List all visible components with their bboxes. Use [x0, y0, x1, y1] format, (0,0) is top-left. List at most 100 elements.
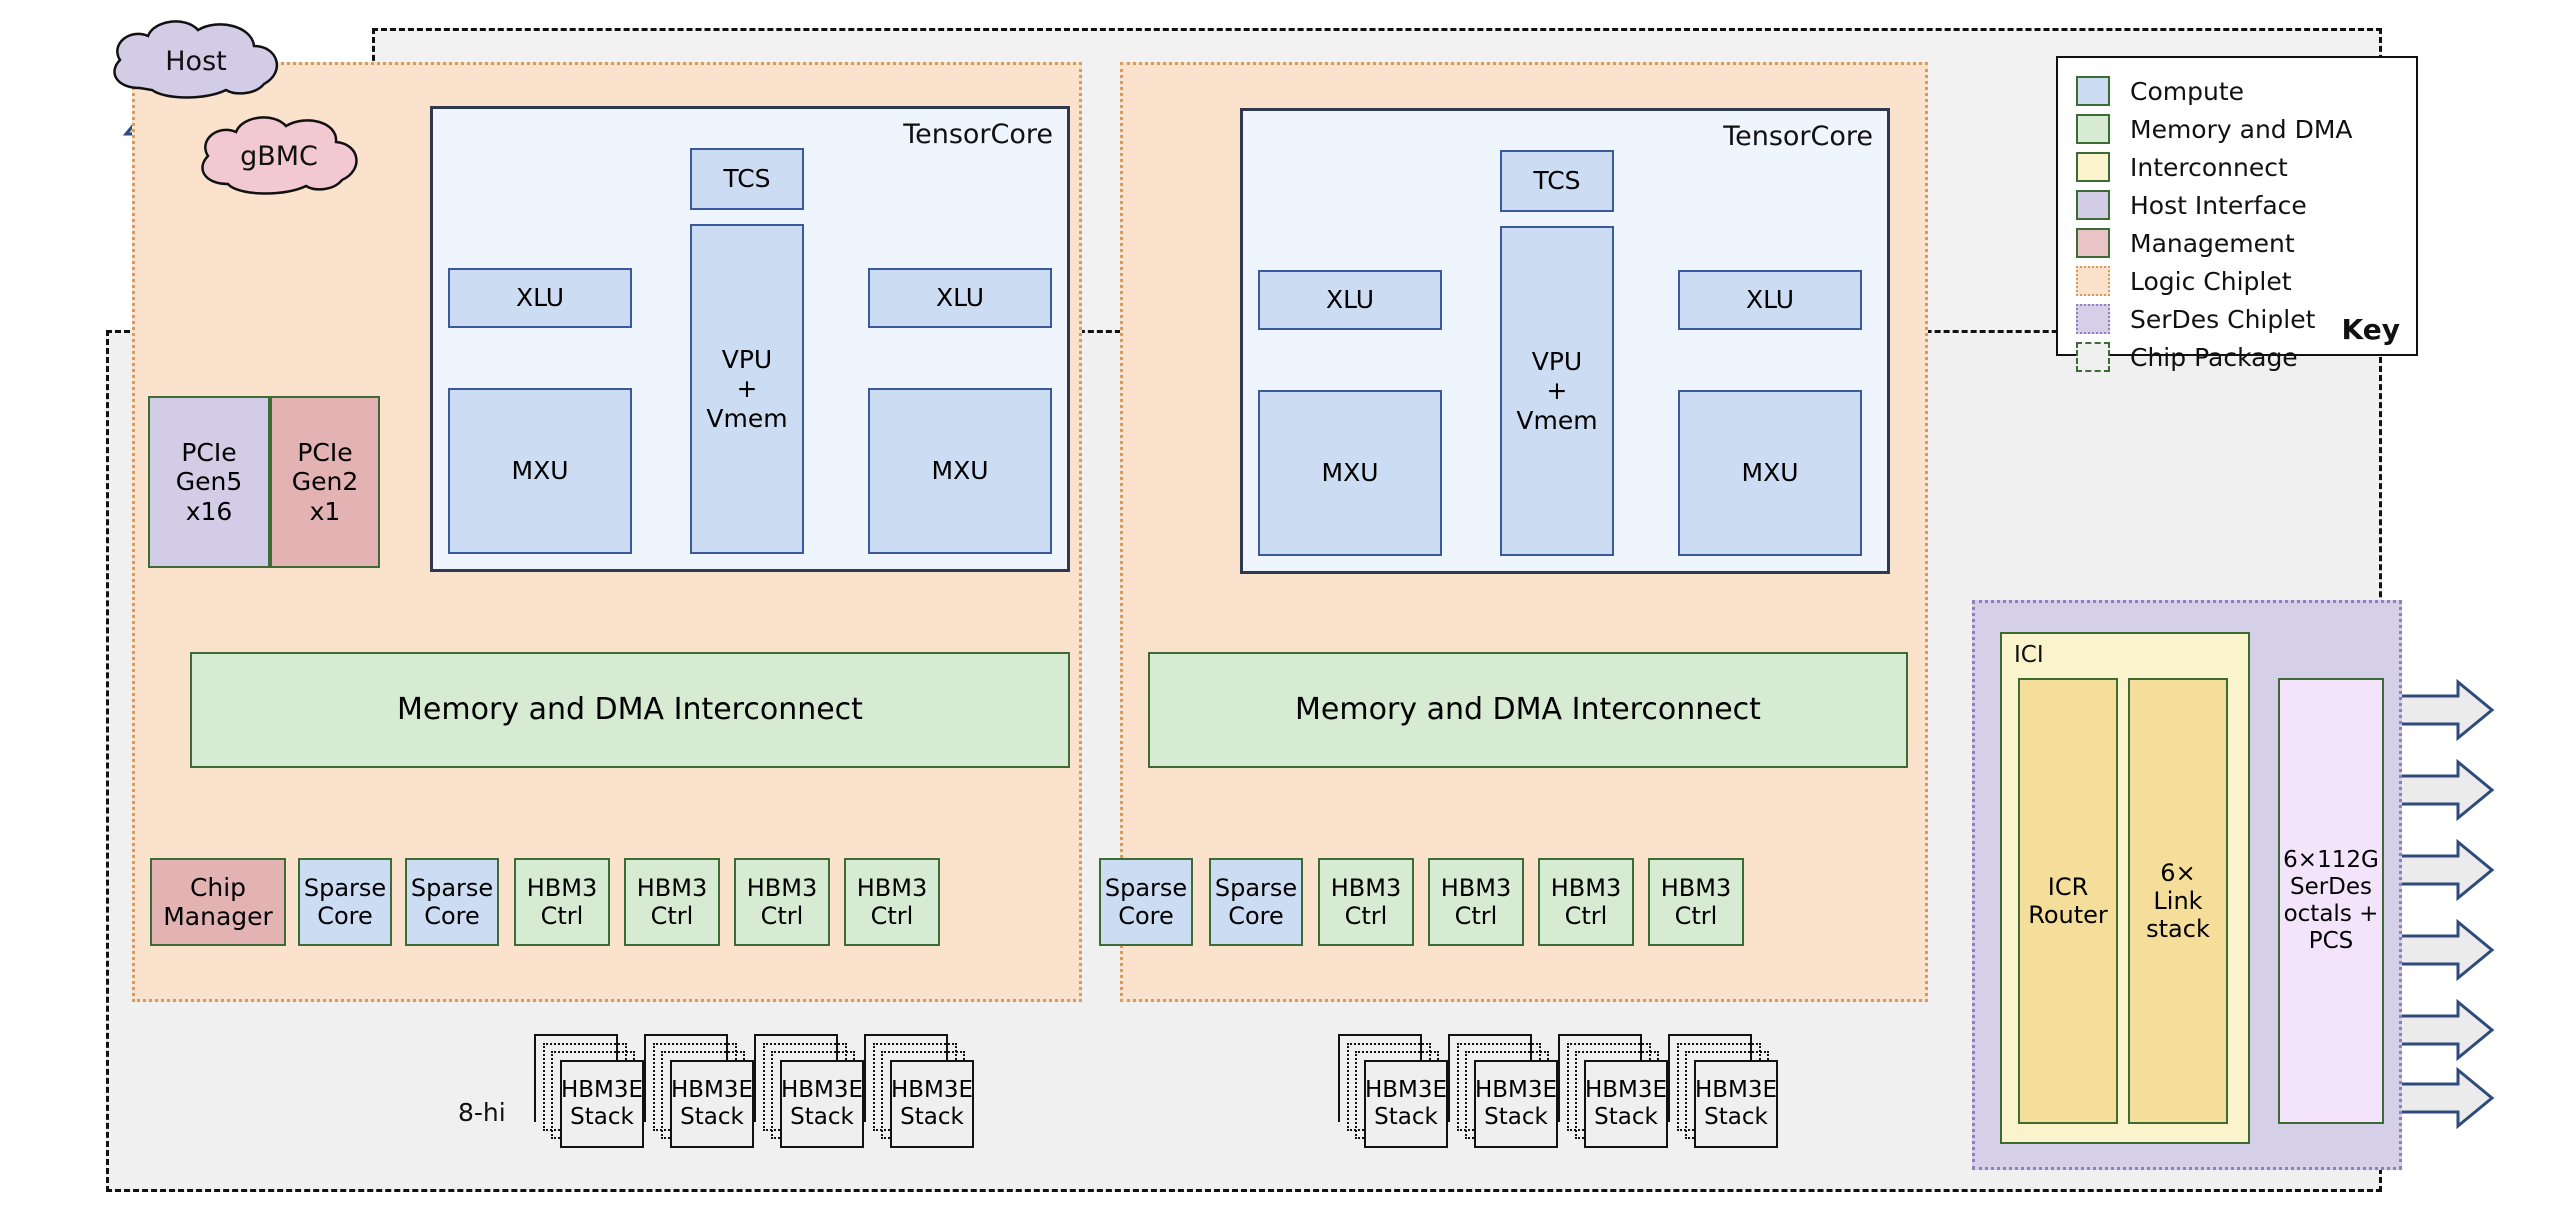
- hbm3e-stack-1[interactable]: HBM3E Stack: [560, 1060, 644, 1148]
- hbm3e-stack-1-line2: Stack: [570, 1104, 634, 1130]
- chip-manager-line2: Manager: [163, 902, 273, 931]
- mxu-left-2[interactable]: MXU: [868, 388, 1052, 554]
- icr-router[interactable]: ICR Router: [2018, 678, 2118, 1124]
- interconnect-right-label: Memory and DMA Interconnect: [1295, 692, 1761, 728]
- legend-label-management: Management: [2130, 228, 2295, 258]
- legend-title: Key: [2341, 313, 2400, 346]
- vpu-vmem-right[interactable]: VPU + Vmem: [1500, 226, 1614, 556]
- hbm-height-label: 8-hi: [458, 1098, 506, 1127]
- legend-swatch-chip-package: [2076, 342, 2110, 372]
- hbm3-ctrl-2[interactable]: HBM3 Ctrl: [624, 858, 720, 946]
- sparse-core-1-line1: Sparse: [303, 873, 387, 902]
- hbm3e-stack-group-1[interactable]: HBM3E Stack: [534, 1034, 644, 1154]
- hbm3-ctrl-8-line2: Ctrl: [1674, 902, 1718, 930]
- tcs-right[interactable]: TCS: [1500, 150, 1614, 212]
- xlu-right-1[interactable]: XLU: [1258, 270, 1442, 330]
- legend-label-memdma: Memory and DMA: [2130, 114, 2353, 144]
- hbm3-ctrl-1-line2: Ctrl: [540, 902, 584, 930]
- tcs-left-label: TCS: [723, 164, 771, 194]
- mxu-right-1[interactable]: MXU: [1258, 390, 1442, 556]
- pcie-gen2-block[interactable]: PCIe Gen2 x1: [270, 396, 380, 568]
- hbm3-ctrl-7[interactable]: HBM3 Ctrl: [1538, 858, 1634, 946]
- hbm3-ctrl-6[interactable]: HBM3 Ctrl: [1428, 858, 1524, 946]
- hbm3e-stack-8-line2: Stack: [1704, 1104, 1768, 1130]
- hbm3e-stack-group-8[interactable]: HBM3E Stack: [1668, 1034, 1778, 1154]
- vpu-right-line2: +: [1546, 376, 1568, 406]
- legend-swatch-interconnect: [2076, 152, 2110, 182]
- legend-label-interconnect: Interconnect: [2130, 152, 2288, 182]
- sparse-core-3-line1: Sparse: [1104, 873, 1188, 902]
- legend-item-interconnect: Interconnect: [2058, 148, 2416, 186]
- hbm3e-stack-3-line2: Stack: [790, 1104, 854, 1130]
- hbm3-ctrl-3[interactable]: HBM3 Ctrl: [734, 858, 830, 946]
- hbm3e-stack-group-7[interactable]: HBM3E Stack: [1558, 1034, 1668, 1154]
- pcie-gen5-line2: Gen5: [175, 467, 243, 497]
- xlu-right-1-label: XLU: [1325, 285, 1375, 315]
- hbm3-ctrl-5-line2: Ctrl: [1344, 902, 1388, 930]
- hbm3e-stack-group-4[interactable]: HBM3E Stack: [864, 1034, 974, 1154]
- hbm3-ctrl-3-line1: HBM3: [746, 873, 818, 902]
- legend-panel: Compute Memory and DMA Interconnect Host…: [2056, 56, 2418, 372]
- vpu-right-line1: VPU: [1531, 346, 1583, 376]
- gbmc-cloud: gBMC: [186, 110, 372, 202]
- legend-swatch-management: [2076, 228, 2110, 258]
- hbm3e-stack-3[interactable]: HBM3E Stack: [780, 1060, 864, 1148]
- hbm3e-stack-7[interactable]: HBM3E Stack: [1584, 1060, 1668, 1148]
- hbm3e-stack-group-6[interactable]: HBM3E Stack: [1448, 1034, 1558, 1154]
- hbm3e-stack-5[interactable]: HBM3E Stack: [1364, 1060, 1448, 1148]
- mxu-left-1-label: MXU: [511, 456, 569, 486]
- hbm3-ctrl-5[interactable]: HBM3 Ctrl: [1318, 858, 1414, 946]
- hbm3e-stack-3-line1: HBM3E: [780, 1076, 864, 1103]
- hbm3e-stack-8[interactable]: HBM3E Stack: [1694, 1060, 1778, 1148]
- mxu-left-1[interactable]: MXU: [448, 388, 632, 554]
- xlu-right-2[interactable]: XLU: [1678, 270, 1862, 330]
- hbm3-ctrl-2-line1: HBM3: [636, 873, 708, 902]
- hbm3e-stack-4[interactable]: HBM3E Stack: [890, 1060, 974, 1148]
- legend-label-chip-package: Chip Package: [2130, 342, 2298, 372]
- legend-swatch-compute: [2076, 76, 2110, 106]
- interconnect-left[interactable]: Memory and DMA Interconnect: [190, 652, 1070, 768]
- host-cloud: Host: [96, 16, 296, 106]
- hbm3e-stack-group-5[interactable]: HBM3E Stack: [1338, 1034, 1448, 1154]
- vpu-vmem-left[interactable]: VPU + Vmem: [690, 224, 804, 554]
- xlu-left-1[interactable]: XLU: [448, 268, 632, 328]
- serdes-line4: PCS: [2308, 928, 2354, 955]
- hbm3-ctrl-8[interactable]: HBM3 Ctrl: [1648, 858, 1744, 946]
- hbm3e-stack-6[interactable]: HBM3E Stack: [1474, 1060, 1558, 1148]
- xlu-left-1-label: XLU: [515, 283, 565, 313]
- legend-swatch-logic-chiplet: [2076, 266, 2110, 296]
- hbm3e-stack-2-line1: HBM3E: [670, 1076, 754, 1103]
- hbm3-ctrl-4[interactable]: HBM3 Ctrl: [844, 858, 940, 946]
- vpu-left-line3: Vmem: [706, 403, 788, 433]
- sparse-core-1-line2: Core: [317, 902, 373, 930]
- pcie-gen2-line2: Gen2: [291, 467, 359, 497]
- sparse-core-1[interactable]: Sparse Core: [298, 858, 392, 946]
- sparse-core-4-line1: Sparse: [1214, 873, 1298, 902]
- interconnect-right[interactable]: Memory and DMA Interconnect: [1148, 652, 1908, 768]
- sparse-core-3[interactable]: Sparse Core: [1099, 858, 1193, 946]
- serdes-octals[interactable]: 6×112G SerDes octals + PCS: [2278, 678, 2384, 1124]
- hbm3e-stack-2[interactable]: HBM3E Stack: [670, 1060, 754, 1148]
- hbm3-ctrl-8-line1: HBM3: [1660, 873, 1732, 902]
- legend-item-compute: Compute: [2058, 72, 2416, 110]
- sparse-core-2[interactable]: Sparse Core: [405, 858, 499, 946]
- sparse-core-4[interactable]: Sparse Core: [1209, 858, 1303, 946]
- xlu-left-2[interactable]: XLU: [868, 268, 1052, 328]
- hbm3-ctrl-1-line1: HBM3: [526, 873, 598, 902]
- hbm3-ctrl-1[interactable]: HBM3 Ctrl: [514, 858, 610, 946]
- legend-label-compute: Compute: [2130, 76, 2245, 106]
- hbm3-ctrl-5-line1: HBM3: [1330, 873, 1402, 902]
- hbm3e-stack-group-2[interactable]: HBM3E Stack: [644, 1034, 754, 1154]
- legend-item-memdma: Memory and DMA: [2058, 110, 2416, 148]
- link-stack-line3: stack: [2146, 915, 2210, 944]
- pcie-gen2-line1: PCIe: [297, 437, 353, 467]
- legend-item-logic-chiplet: Logic Chiplet: [2058, 262, 2416, 300]
- hbm3e-stack-group-3[interactable]: HBM3E Stack: [754, 1034, 864, 1154]
- chip-manager[interactable]: Chip Manager: [150, 858, 286, 946]
- mxu-right-2[interactable]: MXU: [1678, 390, 1862, 556]
- legend-item-management: Management: [2058, 224, 2416, 262]
- link-stack[interactable]: 6× Link stack: [2128, 678, 2228, 1124]
- pcie-gen5-block[interactable]: PCIe Gen5 x16: [148, 396, 270, 568]
- legend-swatch-hostif: [2076, 190, 2110, 220]
- tcs-left[interactable]: TCS: [690, 148, 804, 210]
